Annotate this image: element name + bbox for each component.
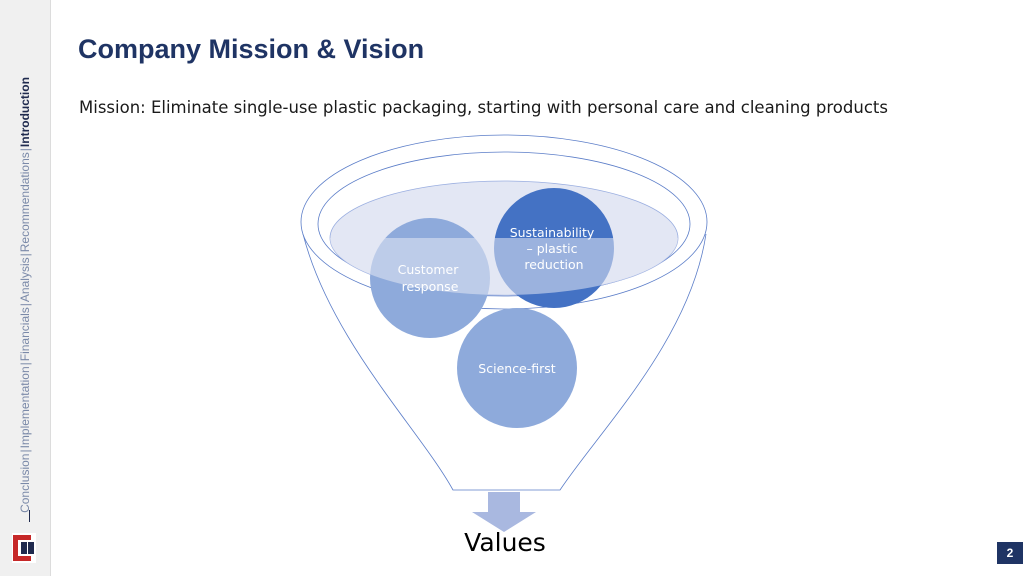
circle-label-science: Science-first [478, 361, 555, 376]
mission-statement: Mission: Eliminate single-use plastic pa… [79, 98, 888, 117]
circle-label-line: Science-first [478, 361, 555, 376]
liquid-overlay [330, 238, 678, 295]
circle-label-line: reduction [524, 257, 583, 272]
funnel-output-label: Values [464, 528, 546, 557]
circle-science-first [457, 308, 577, 428]
circle-label-sustainability: Sustainability – plastic reduction [510, 225, 599, 272]
circle-label-line: Sustainability [510, 225, 595, 240]
page-number-badge: 2 [997, 542, 1023, 564]
company-logo-icon [12, 533, 36, 563]
sidebar: Conclusion | Implementation | Financials… [0, 0, 51, 576]
down-arrow-icon [472, 492, 536, 532]
nav-rule [29, 510, 30, 522]
circle-label-line: response [402, 279, 459, 294]
page-title: Company Mission & Vision [78, 34, 425, 64]
circle-label-line: – plastic [526, 241, 577, 256]
circle-label-line: Customer [398, 262, 460, 277]
circle-label-customer: Customer response [398, 262, 463, 294]
